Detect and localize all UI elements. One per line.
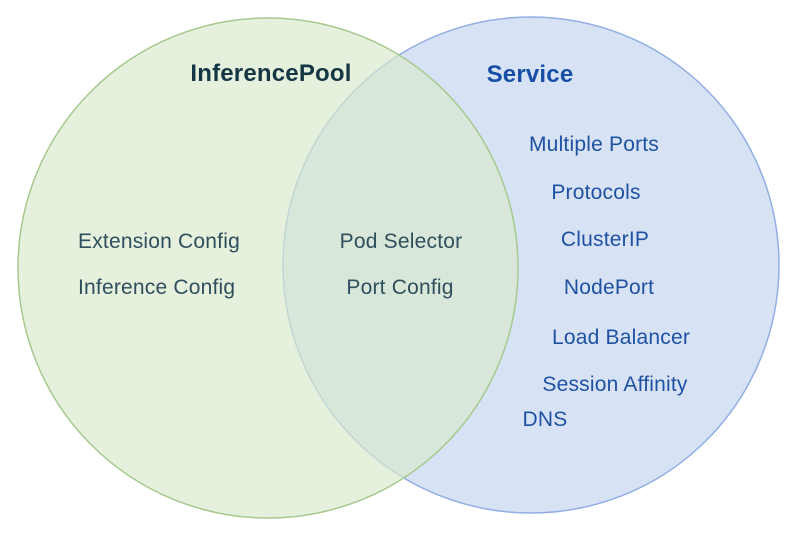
service-item-session-affinity: Session Affinity	[542, 373, 688, 396]
overlap-item-port-config: Port Config	[346, 276, 454, 299]
service-title: Service	[486, 61, 574, 88]
inferencepool-title: InferencePool	[190, 60, 352, 87]
service-item-nodeport: NodePort	[563, 276, 655, 299]
service-item-dns: DNS	[522, 408, 568, 431]
overlap-item-pod-selector: Pod Selector	[339, 230, 463, 253]
service-item-multiple-ports: Multiple Ports	[528, 133, 660, 156]
inferencepool-circle	[17, 17, 519, 519]
service-item-clusterip: ClusterIP	[560, 228, 650, 251]
inferencepool-item-inference-config: Inference Config	[78, 276, 236, 299]
service-item-load-balancer: Load Balancer	[551, 326, 691, 349]
inferencepool-item-extension-config: Extension Config	[78, 230, 240, 253]
service-item-protocols: Protocols	[551, 181, 641, 204]
